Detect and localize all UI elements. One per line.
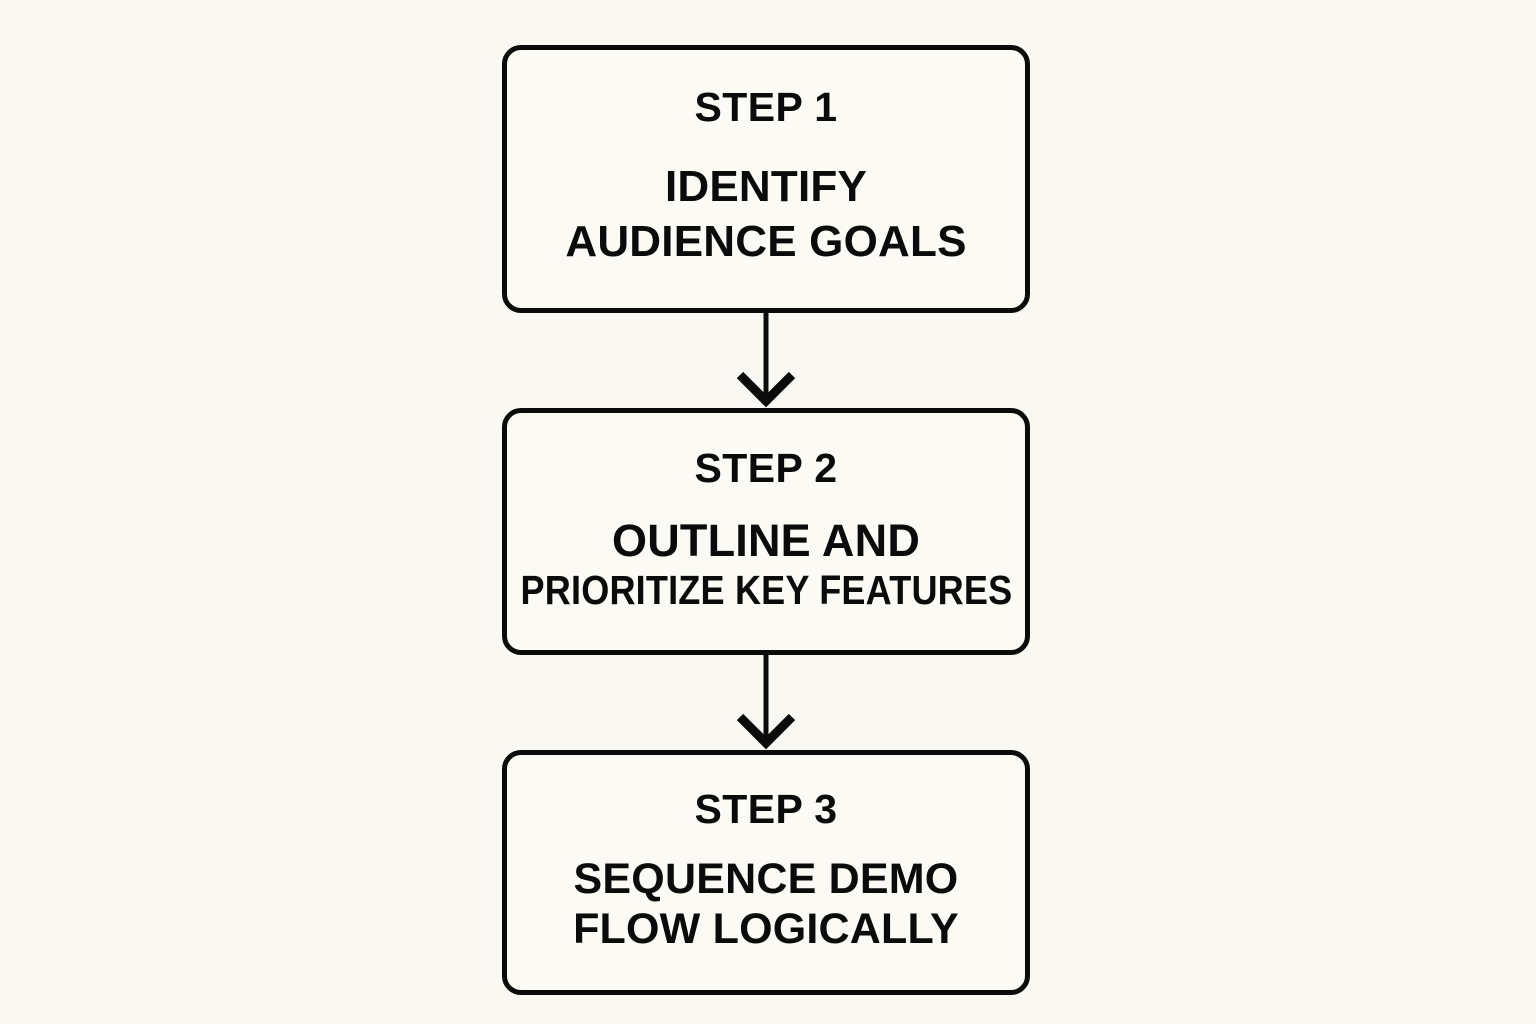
- step-2-line-a: OUTLINE AND: [612, 514, 921, 566]
- step-box-1[interactable]: STEP 1 IDENTIFY AUDIENCE GOALS: [502, 45, 1030, 313]
- step-2-body: OUTLINE AND PRIORITIZE KEY FEATURES: [487, 514, 1046, 613]
- arrow-down-icon-1: [736, 313, 796, 408]
- connector-step2-to-step3: [502, 655, 1030, 750]
- step-1-line-b: AUDIENCE GOALS: [565, 217, 967, 266]
- step-3-body: SEQUENCE DEMO FLOW LOGICALLY: [573, 855, 959, 953]
- step-2-line-b: PRIORITIZE KEY FEATURES: [520, 566, 1012, 613]
- step-box-2[interactable]: STEP 2 OUTLINE AND PRIORITIZE KEY FEATUR…: [502, 408, 1030, 655]
- step-box-3[interactable]: STEP 3 SEQUENCE DEMO FLOW LOGICALLY: [502, 750, 1030, 995]
- step-3-heading: STEP 3: [694, 786, 838, 833]
- step-1-line-a: IDENTIFY: [664, 162, 868, 212]
- step-2-heading: STEP 2: [694, 444, 838, 491]
- step-3-line-a: SEQUENCE DEMO: [573, 855, 959, 904]
- connector-step1-to-step2: [502, 313, 1030, 408]
- arrow-down-icon-2: [736, 655, 796, 750]
- flowchart: STEP 1 IDENTIFY AUDIENCE GOALS STEP 2 OU…: [502, 45, 1030, 995]
- step-1-body: IDENTIFY AUDIENCE GOALS: [565, 162, 967, 266]
- step-3-line-b: FLOW LOGICALLY: [573, 905, 959, 953]
- step-1-heading: STEP 1: [694, 84, 838, 131]
